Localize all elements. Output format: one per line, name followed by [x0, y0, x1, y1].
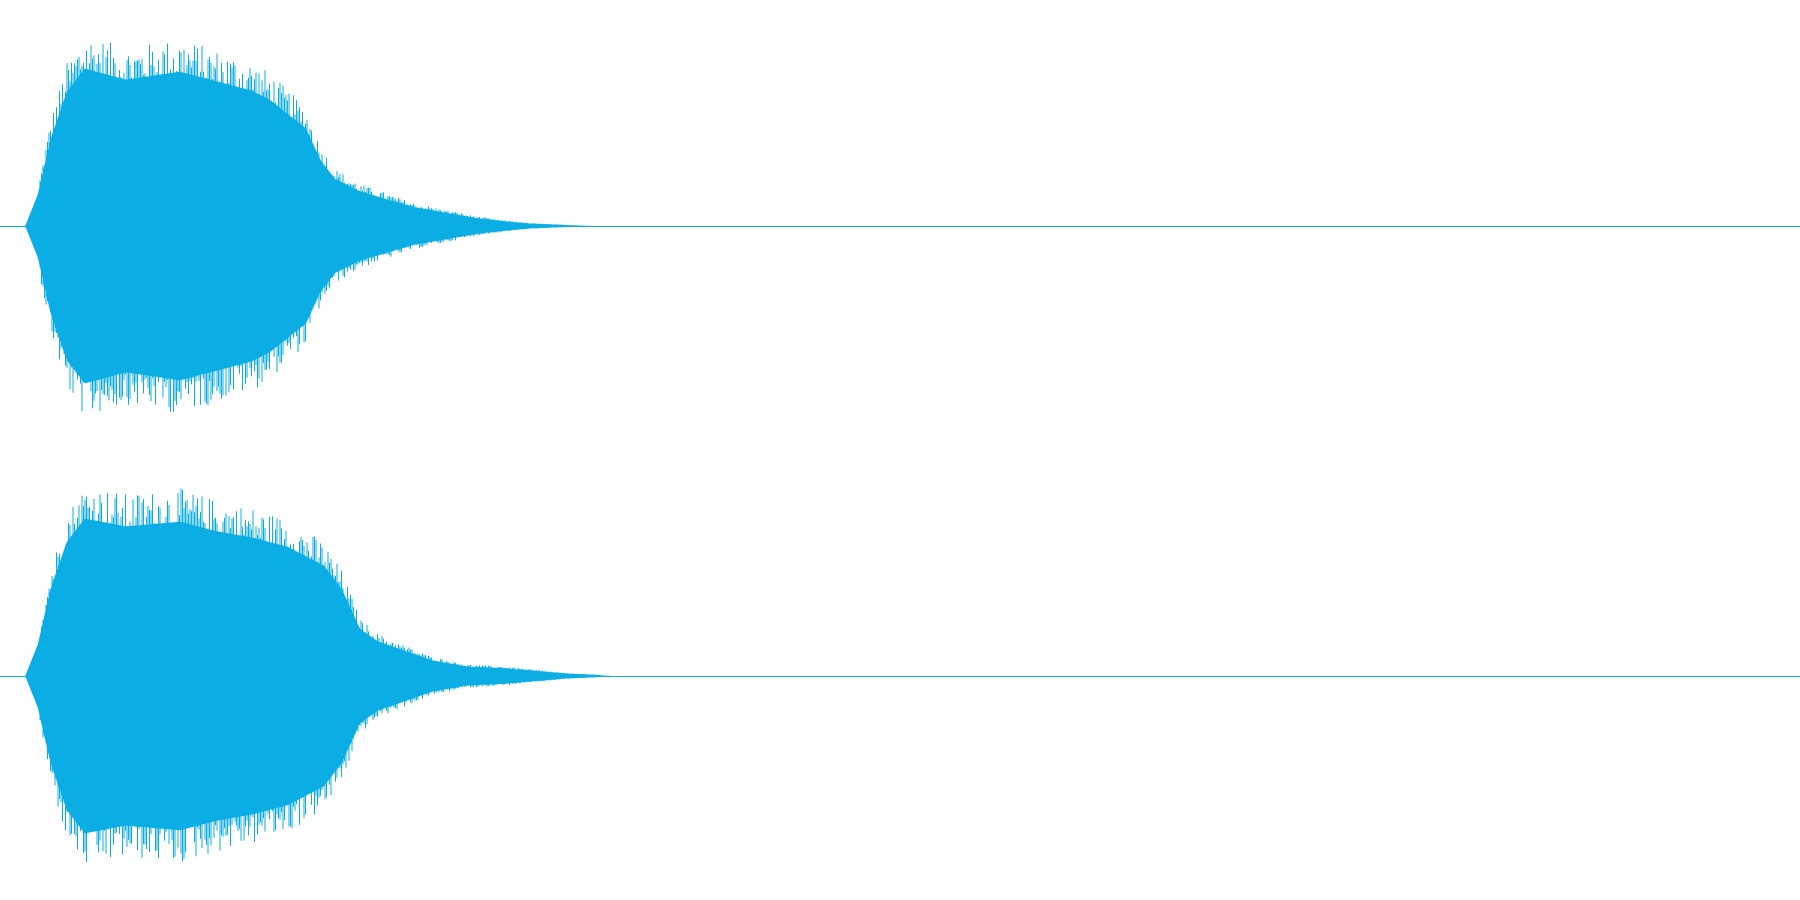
channel-2-samples — [39, 488, 600, 863]
channel-1-samples — [39, 42, 572, 412]
channel-2-waveform — [0, 488, 1800, 863]
channel-1-waveform — [0, 42, 1800, 412]
